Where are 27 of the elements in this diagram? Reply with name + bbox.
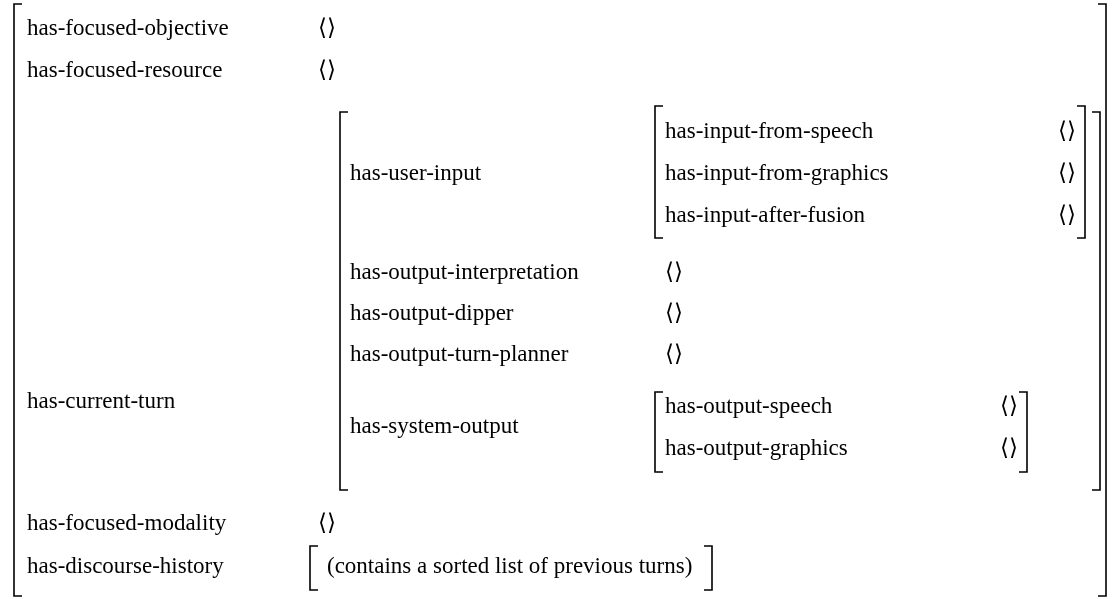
attribute-label: has-focused-objective [27, 15, 229, 41]
empty-value: ⟨⟩ [318, 15, 336, 41]
empty-value: ⟨⟩ [1058, 202, 1076, 228]
attribute-label: has-output-dipper [350, 300, 514, 326]
empty-value: ⟨⟩ [1058, 118, 1076, 144]
attribute-label: has-focused-modality [27, 510, 227, 536]
value-text: (contains a sorted list of previous turns) [327, 553, 693, 579]
attribute-label: has-output-interpretation [350, 259, 579, 285]
attribute-label: has-input-from-graphics [665, 160, 889, 186]
empty-value: ⟨⟩ [1000, 393, 1018, 419]
attribute-label: has-system-output [350, 413, 519, 439]
attribute-label: has-output-graphics [665, 435, 848, 461]
attribute-label: has-output-turn-planner [350, 341, 569, 367]
empty-value: ⟨⟩ [665, 300, 683, 326]
empty-value: ⟨⟩ [318, 510, 336, 536]
empty-value: ⟨⟩ [665, 259, 683, 285]
attribute-label: has-input-from-speech [665, 118, 874, 144]
empty-value: ⟨⟩ [1000, 435, 1018, 461]
attribute-label: has-current-turn [27, 388, 176, 414]
empty-value: ⟨⟩ [318, 57, 336, 83]
attribute-label: has-user-input [350, 160, 482, 186]
attribute-label: has-output-speech [665, 393, 833, 419]
attribute-label: has-input-after-fusion [665, 202, 866, 228]
attribute-label: has-discourse-history [27, 553, 224, 579]
empty-value: ⟨⟩ [665, 341, 683, 367]
empty-value: ⟨⟩ [1058, 160, 1076, 186]
attribute-label: has-focused-resource [27, 57, 223, 83]
